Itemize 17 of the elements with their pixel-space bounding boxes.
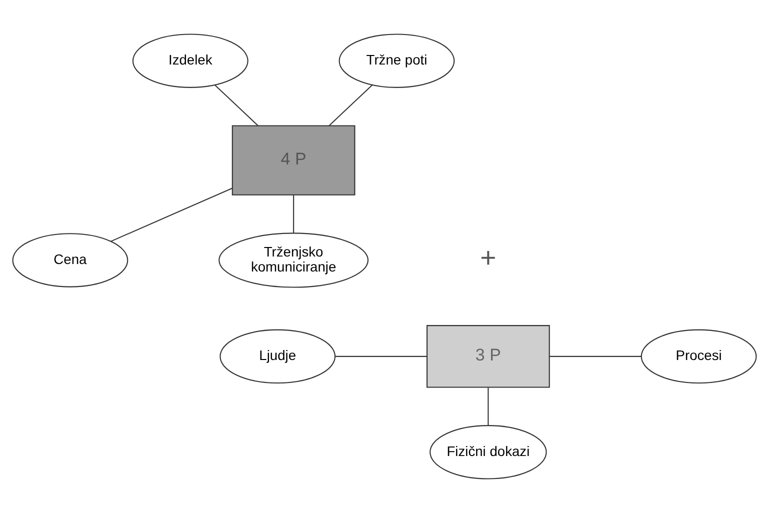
node-ellipse: Fizični dokazi <box>430 424 547 479</box>
node-ellipse: Ljudje <box>220 328 336 384</box>
connector <box>488 387 489 425</box>
node-ellipse: Cena <box>12 232 128 287</box>
node-ellipse: Trženjsko komuniciranje <box>218 232 369 288</box>
node-ellipse: Tržne poti <box>338 33 455 88</box>
node-box: 4 P <box>232 124 356 195</box>
connector <box>335 355 427 356</box>
node-ellipse: Izdelek <box>132 33 248 88</box>
node-ellipse: Procesi <box>640 328 757 384</box>
connector <box>549 355 642 356</box>
connector <box>293 194 294 232</box>
connector <box>110 187 232 242</box>
connector <box>214 84 258 126</box>
node-box: 3 P <box>426 324 550 388</box>
connector <box>328 84 373 126</box>
label: + <box>480 241 496 272</box>
